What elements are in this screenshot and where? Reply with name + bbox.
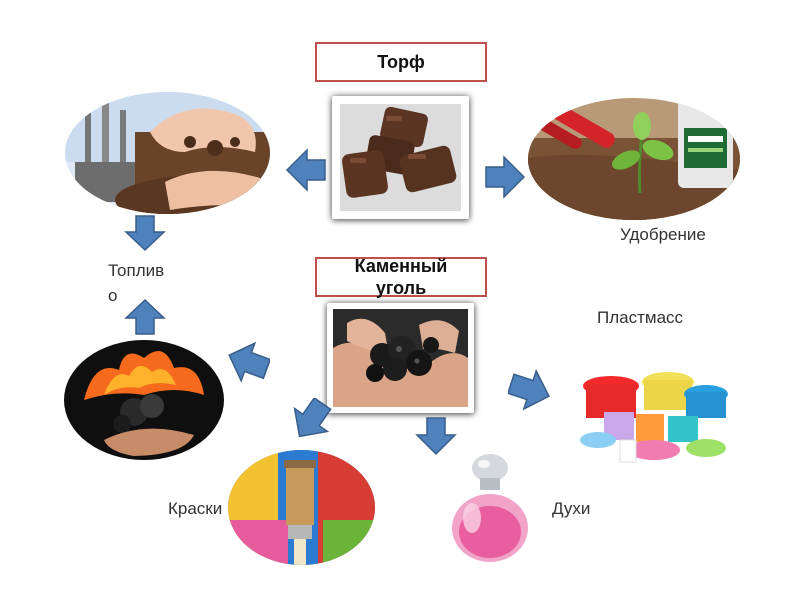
arrow-down-to-fuel	[124, 215, 166, 252]
arrow-down-to-perfume	[415, 417, 457, 456]
fuel-label: Топливо	[108, 261, 165, 305]
coal-title-box: Каменный уголь	[315, 256, 487, 298]
plastic-ware-image	[576, 352, 731, 470]
fertilizer-label: Удобрение	[620, 225, 706, 244]
perfume-bottle-image	[440, 450, 540, 565]
power-plant-soil-image	[65, 92, 270, 214]
coal-in-hands-image	[327, 303, 474, 413]
peat-title-box: Торф	[315, 42, 487, 82]
peat-briquettes-image	[332, 96, 469, 219]
arrow-right-to-plastics	[508, 369, 551, 411]
arrow-left-to-power-plant	[285, 148, 326, 192]
perfume-label: Духи	[552, 499, 591, 518]
arrow-up-to-fuel	[124, 298, 166, 335]
seedling-fertilizer-image	[528, 98, 740, 220]
peat-title: Торф	[377, 52, 425, 72]
plastics-label: Пластмасс	[597, 308, 684, 327]
paints-label: Краски	[168, 499, 223, 518]
coal-title: Каменный уголь	[354, 256, 448, 298]
arrow-right-to-fertilizer	[485, 155, 526, 199]
arrow-down-left-to-paints	[293, 398, 332, 438]
burning-coal-image	[64, 340, 224, 460]
paint-cans-brush-image	[228, 450, 375, 565]
arrow-left-to-burning-coal	[228, 341, 270, 383]
